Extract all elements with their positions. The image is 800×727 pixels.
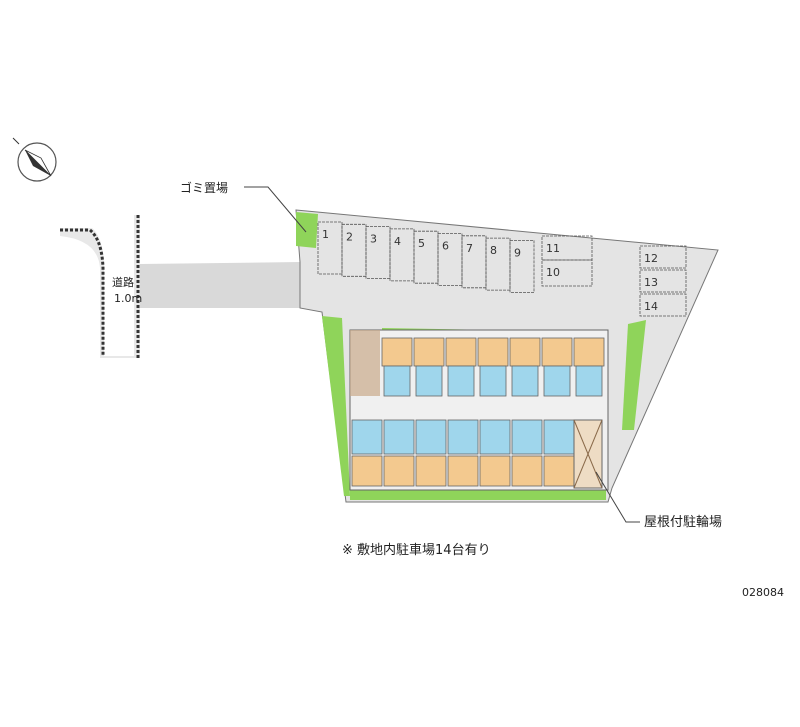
green-strip-right: [622, 320, 646, 430]
parking-space-number: 2: [346, 230, 353, 243]
garbage-label: ゴミ置場: [180, 180, 228, 195]
bike-parking-area: [573, 419, 603, 489]
parking-space-number: 4: [394, 235, 401, 248]
map-code: 028084: [742, 586, 784, 599]
parking-space-number: 12: [644, 252, 658, 265]
parking-space-number: 1: [322, 228, 329, 241]
parking-space-number: 13: [644, 276, 658, 289]
parking-space: 11: [541, 235, 593, 261]
road-width-label: 1.0m: [114, 292, 142, 305]
unit-bottom: [383, 419, 415, 487]
bike-parking-label: 屋根付駐輪場: [644, 514, 722, 530]
unit-top: [413, 337, 445, 397]
compass-icon: [12, 137, 57, 182]
unit-top: [477, 337, 509, 397]
unit-top: [573, 337, 605, 397]
unit-bottom: [511, 419, 543, 487]
parking-space-number: 9: [514, 246, 521, 259]
parking-note: ※ 敷地内駐車場14台有り: [342, 542, 491, 558]
unit-bottom: [543, 419, 575, 487]
parking-space-number: 7: [466, 242, 473, 255]
unit-bottom: [351, 419, 383, 487]
apartment-units: [351, 337, 605, 487]
parking-space-number: 11: [546, 242, 560, 255]
green-strip-left: [322, 316, 350, 496]
access-road: [140, 262, 300, 308]
stairs: [350, 330, 380, 396]
side-road: [60, 215, 140, 358]
parking-space-number: 5: [418, 237, 425, 250]
parking-space-number: 14: [644, 300, 658, 313]
parking-space-number: 8: [490, 244, 497, 257]
parking-space: 14: [639, 293, 687, 317]
garbage-area: [296, 212, 318, 248]
parking-space: 9: [509, 239, 535, 293]
unit-top: [445, 337, 477, 397]
unit-bottom: [415, 419, 447, 487]
unit-top: [381, 337, 413, 397]
unit-top: [509, 337, 541, 397]
unit-bottom: [447, 419, 479, 487]
parking-space-number: 10: [546, 266, 560, 279]
unit-bottom: [479, 419, 511, 487]
parking-space: 13: [639, 269, 687, 293]
unit-top: [541, 337, 573, 397]
green-strip-bottom: [350, 490, 606, 500]
parking-space-number: 6: [442, 240, 449, 253]
parking-space: 12: [639, 245, 687, 269]
road-label: 道路: [112, 275, 134, 289]
parking-space-number: 3: [370, 233, 377, 246]
bike-leader: [595, 471, 640, 523]
garbage-leader: [244, 186, 307, 233]
